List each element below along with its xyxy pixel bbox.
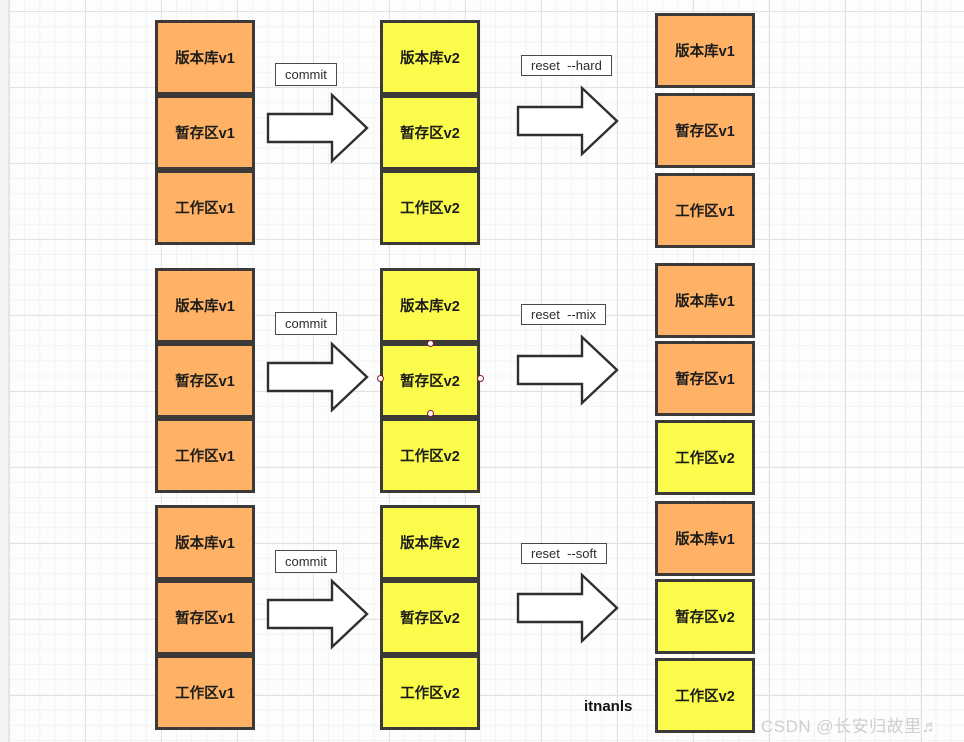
box-worktree-after-commit[interactable]: 工作区v2 <box>380 655 480 730</box>
box-repo-before[interactable]: 版本库v1 <box>155 505 255 580</box>
csdn-watermark: CSDN @长安归故里♬ <box>761 717 940 736</box>
box-worktree-before[interactable]: 工作区v1 <box>155 170 255 245</box>
selection-handle-top[interactable] <box>426 339 434 347</box>
arrow-reset-soft-icon <box>516 572 620 644</box>
label-commit[interactable]: commit <box>275 550 337 573</box>
box-repo-after-reset[interactable]: 版本库v1 <box>655 263 755 338</box>
arrow-commit-icon <box>266 341 370 413</box>
box-worktree-before[interactable]: 工作区v1 <box>155 418 255 493</box>
box-stage-after-commit[interactable]: 暂存区v2 <box>380 95 480 170</box>
label-commit[interactable]: commit <box>275 63 337 86</box>
box-repo-before[interactable]: 版本库v1 <box>155 20 255 95</box>
box-repo-after-reset[interactable]: 版本库v1 <box>655 501 755 576</box>
arrow-commit-icon <box>266 578 370 650</box>
box-stage-before[interactable]: 暂存区v1 <box>155 343 255 418</box>
label-reset-soft[interactable]: reset --soft <box>521 543 607 564</box>
box-repo-after-reset[interactable]: 版本库v1 <box>655 13 755 88</box>
box-stage-after-reset[interactable]: 暂存区v1 <box>655 341 755 416</box>
label-reset-hard[interactable]: reset --hard <box>521 55 612 76</box>
arrow-commit-icon <box>266 92 370 164</box>
arrow-reset-mix-icon <box>516 334 620 406</box>
selection-handle-bottom[interactable] <box>426 409 434 417</box>
box-worktree-after-commit[interactable]: 工作区v2 <box>380 418 480 493</box>
box-stage-before[interactable]: 暂存区v1 <box>155 95 255 170</box>
arrow-reset-hard-icon <box>516 85 620 157</box>
selection-handle-right[interactable] <box>476 374 484 382</box>
box-worktree-after-reset[interactable]: 工作区v2 <box>655 658 755 733</box>
box-stage-after-commit-selected[interactable]: 暂存区v2 <box>380 343 480 418</box>
box-worktree-after-reset[interactable]: 工作区v2 <box>655 420 755 495</box>
author-signature: itnanls <box>584 698 633 715</box>
label-commit[interactable]: commit <box>275 312 337 335</box>
selection-handle-left[interactable] <box>376 374 384 382</box>
box-stage-after-reset[interactable]: 暂存区v2 <box>655 579 755 654</box>
canvas-left-margin <box>0 0 9 742</box>
box-worktree-after-commit[interactable]: 工作区v2 <box>380 170 480 245</box>
box-worktree-after-reset[interactable]: 工作区v1 <box>655 173 755 248</box>
box-stage-after-commit[interactable]: 暂存区v2 <box>380 580 480 655</box>
box-worktree-before[interactable]: 工作区v1 <box>155 655 255 730</box>
box-repo-before[interactable]: 版本库v1 <box>155 268 255 343</box>
box-stage-before[interactable]: 暂存区v1 <box>155 580 255 655</box>
box-repo-after-commit[interactable]: 版本库v2 <box>380 268 480 343</box>
box-repo-after-commit[interactable]: 版本库v2 <box>380 505 480 580</box>
label-reset-mix[interactable]: reset --mix <box>521 304 606 325</box>
box-repo-after-commit[interactable]: 版本库v2 <box>380 20 480 95</box>
box-stage-after-reset[interactable]: 暂存区v1 <box>655 93 755 168</box>
